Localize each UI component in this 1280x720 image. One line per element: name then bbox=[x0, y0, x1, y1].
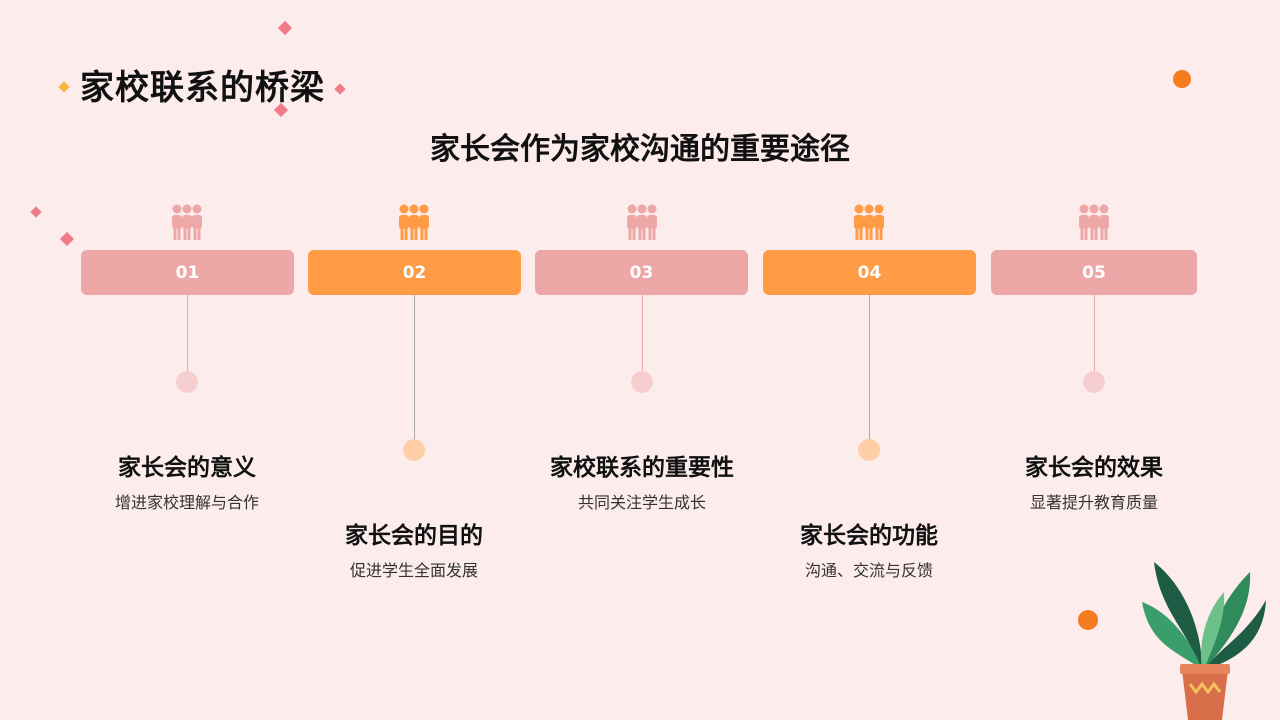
sparkle-icon bbox=[277, 20, 293, 36]
timeline-connector bbox=[187, 295, 188, 382]
step-number-box: 03 bbox=[535, 250, 748, 295]
step-heading: 家长会的目的 bbox=[345, 523, 483, 549]
step-number-box: 01 bbox=[81, 250, 294, 295]
timeline-connector bbox=[414, 295, 415, 450]
timeline-marker bbox=[858, 439, 880, 461]
sparkle-icon bbox=[58, 81, 70, 93]
step-heading: 家校联系的重要性 bbox=[550, 455, 734, 481]
step-description: 共同关注学生成长 bbox=[577, 493, 706, 512]
step-number-box: 05 bbox=[991, 250, 1197, 295]
step-description: 增进家校理解与合作 bbox=[114, 493, 259, 512]
step-description: 促进学生全面发展 bbox=[349, 561, 478, 580]
step-number-box: 04 bbox=[763, 250, 976, 295]
step-heading: 家长会的功能 bbox=[800, 523, 938, 549]
timeline-marker bbox=[1083, 371, 1105, 393]
decor-dot bbox=[1078, 610, 1098, 630]
step-number-box: 02 bbox=[308, 250, 521, 295]
timeline-marker bbox=[403, 439, 425, 461]
timeline-connector bbox=[869, 295, 870, 450]
people-group-icon bbox=[624, 203, 660, 241]
timeline-marker bbox=[631, 371, 653, 393]
step-heading: 家长会的效果 bbox=[1025, 455, 1163, 481]
sparkle-icon bbox=[334, 83, 346, 95]
people-group-icon bbox=[169, 203, 205, 241]
people-group-icon bbox=[1076, 203, 1112, 241]
potted-plant-icon bbox=[1142, 562, 1266, 720]
step-heading: 家长会的意义 bbox=[118, 455, 256, 481]
page-subtitle: 家长会作为家校沟通的重要途径 bbox=[430, 132, 850, 167]
timeline-marker bbox=[176, 371, 198, 393]
step-description: 沟通、交流与反馈 bbox=[804, 561, 933, 580]
decor-dot bbox=[1173, 70, 1191, 88]
timeline-connector bbox=[642, 295, 643, 382]
people-group-icon bbox=[851, 203, 887, 241]
sparkle-icon bbox=[30, 206, 42, 218]
timeline-connector bbox=[1094, 295, 1095, 382]
sparkle-icon bbox=[59, 231, 75, 247]
people-group-icon bbox=[396, 203, 432, 241]
page-title: 家校联系的桥梁 bbox=[80, 68, 325, 108]
step-description: 显著提升教育质量 bbox=[1029, 493, 1158, 512]
